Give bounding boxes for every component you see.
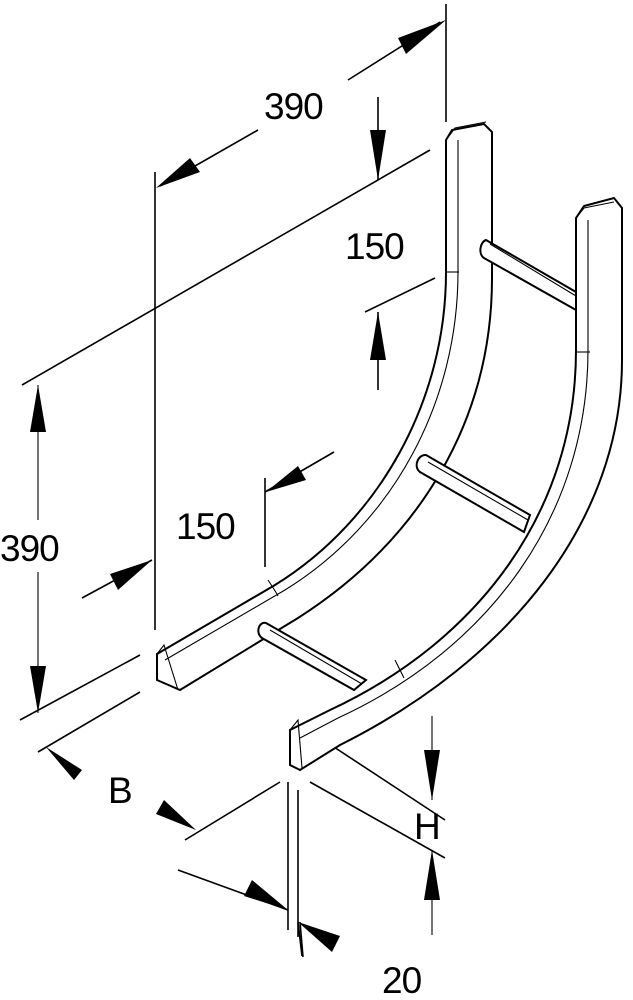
dimension-H: [424, 716, 440, 935]
dim-label-lower-150: 150: [176, 506, 236, 547]
outer-rail: [289, 196, 623, 772]
inner-rail: [156, 121, 493, 692]
dim-label-20: 20: [382, 960, 422, 1000]
dimension-lower-150: [81, 451, 335, 599]
dim-label-left-390: 390: [0, 528, 60, 569]
rung-middle: [415, 454, 532, 534]
dim-label-top-390: 390: [264, 86, 324, 127]
dimension-B: [46, 747, 196, 830]
rung-top: [479, 238, 577, 312]
dim-label-B: B: [108, 770, 133, 811]
dimension-top-390: [156, 20, 446, 188]
dim-label-H: H: [414, 806, 441, 847]
dimension-upper-150: [370, 97, 386, 390]
dim-label-upper-150: 150: [345, 226, 405, 267]
dimension-left-390: [30, 385, 46, 713]
rung-bottom: [257, 621, 368, 692]
dimension-20: [177, 869, 340, 958]
